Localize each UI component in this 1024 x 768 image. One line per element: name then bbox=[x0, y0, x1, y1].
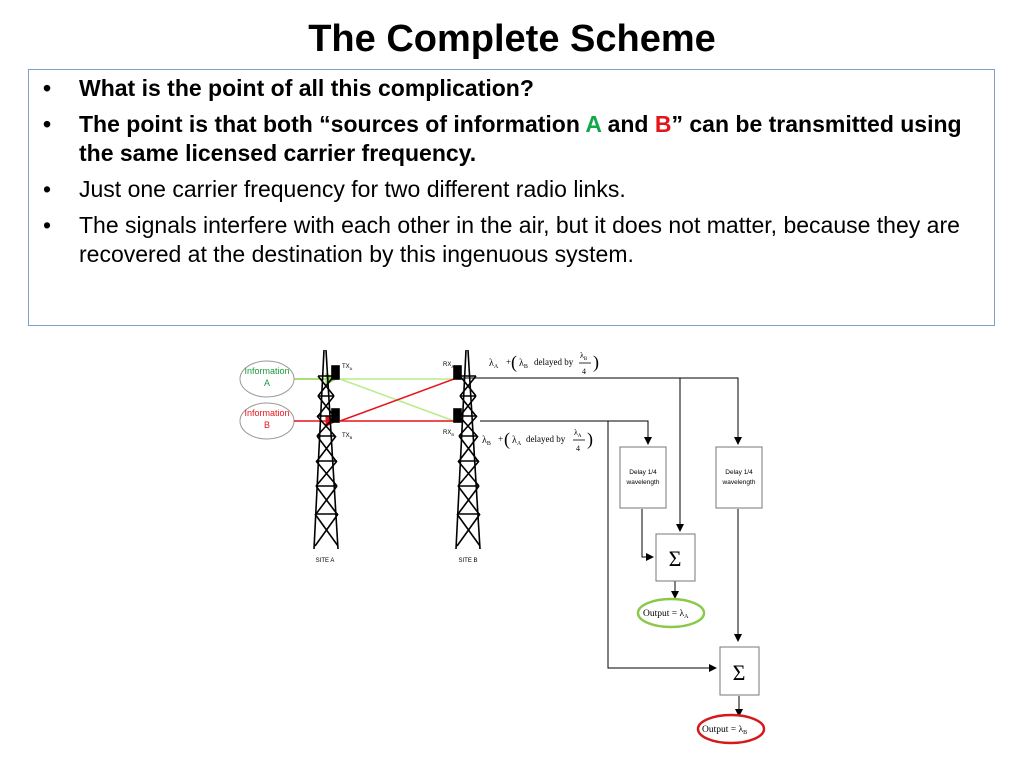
link-b-cross bbox=[339, 378, 455, 422]
slide-title: The Complete Scheme bbox=[308, 18, 716, 60]
svg-text:Output = λB: Output = λB bbox=[702, 725, 747, 736]
svg-text:+: + bbox=[506, 357, 511, 367]
svg-text:λA: λA bbox=[489, 358, 499, 370]
svg-text:λA: λA bbox=[512, 435, 522, 447]
bullet-dot: • bbox=[43, 75, 52, 101]
tx-a-label: TXA bbox=[342, 364, 353, 371]
tower-a-icon bbox=[313, 349, 340, 550]
svg-text:Output = λA: Output = λA bbox=[643, 609, 689, 620]
bullet-list: • What is the point of all this complica… bbox=[41, 74, 984, 269]
sigma-icon: Σ bbox=[733, 660, 746, 685]
svg-text:λB: λB bbox=[482, 435, 491, 447]
svg-text:4: 4 bbox=[582, 367, 586, 376]
site-a-label: SITE A bbox=[316, 558, 335, 564]
delay-box-right: Delay 1/4 wavelength bbox=[715, 446, 763, 509]
bullet-box: • What is the point of all this complica… bbox=[28, 69, 995, 326]
information-a-bubble: Information A bbox=[239, 360, 295, 398]
bullet-text-mid: and bbox=[601, 111, 655, 137]
svg-text:λB: λB bbox=[580, 351, 588, 362]
svg-text:(: ( bbox=[504, 429, 510, 450]
site-b-label: SITE B bbox=[458, 558, 477, 564]
svg-text:delayed by: delayed by bbox=[534, 357, 574, 367]
svg-text:delayed by: delayed by bbox=[526, 434, 566, 444]
rx-b-label: RXB bbox=[443, 430, 454, 437]
tower-b-icon bbox=[453, 349, 481, 550]
bullet-text: The signals interfere with each other in… bbox=[79, 212, 960, 267]
routing-lines bbox=[463, 377, 743, 717]
formula-a: λA + ( λB delayed by λB 4 ) bbox=[489, 351, 599, 376]
information-b-label: Information bbox=[244, 408, 289, 418]
bullet-item-4: • The signals interfere with each other … bbox=[41, 211, 984, 269]
output-b: Output = λB bbox=[696, 713, 766, 745]
bullet-dot: • bbox=[43, 111, 52, 137]
tx-b-label: TXB bbox=[342, 433, 353, 440]
svg-text:Delay 1/4: Delay 1/4 bbox=[725, 469, 753, 476]
svg-text:(: ( bbox=[511, 352, 517, 373]
information-a-letter: A bbox=[264, 378, 270, 388]
rx-a-label: RXA bbox=[443, 362, 454, 369]
information-a-label: Information bbox=[244, 366, 289, 376]
summation-box-b: Σ bbox=[719, 646, 760, 696]
bullet-text: What is the point of all this complicati… bbox=[79, 75, 534, 101]
scheme-diagram: Information A Information B TXA TXB SITE… bbox=[230, 336, 790, 750]
svg-text:wavelength: wavelength bbox=[722, 479, 756, 486]
information-b-bubble: Information B bbox=[239, 402, 295, 440]
bullet-dot: • bbox=[43, 176, 52, 202]
svg-text:Delay 1/4: Delay 1/4 bbox=[629, 469, 657, 476]
svg-text:): ) bbox=[593, 352, 599, 373]
summation-box-a: Σ bbox=[655, 533, 696, 582]
bullet-dot: • bbox=[43, 212, 52, 238]
svg-text:λA: λA bbox=[574, 428, 582, 439]
source-b-highlight: B bbox=[654, 111, 672, 137]
bullet-text: Just one carrier frequency for two diffe… bbox=[79, 176, 626, 202]
svg-text:+: + bbox=[498, 434, 503, 444]
svg-text:): ) bbox=[587, 429, 593, 450]
bullet-item-1: • What is the point of all this complica… bbox=[41, 74, 984, 103]
bullet-text-pre: The point is that both “sources of infor… bbox=[79, 111, 586, 137]
source-a-highlight: A bbox=[585, 111, 602, 137]
information-b-letter: B bbox=[264, 420, 270, 430]
svg-text:wavelength: wavelength bbox=[626, 479, 660, 486]
bullet-item-3: • Just one carrier frequency for two dif… bbox=[41, 175, 984, 204]
output-a: Output = λA bbox=[636, 597, 706, 629]
svg-text:4: 4 bbox=[576, 444, 580, 453]
svg-text:λB: λB bbox=[519, 358, 528, 370]
bullet-item-2: • The point is that both “sources of inf… bbox=[41, 110, 984, 168]
sigma-icon: Σ bbox=[669, 546, 682, 571]
formula-b: λB + ( λA delayed by λA 4 ) bbox=[482, 428, 593, 453]
bullet-text-post: ” can be transmitted using the same lice… bbox=[79, 111, 962, 166]
delay-box-left: Delay 1/4 wavelength bbox=[619, 446, 667, 509]
